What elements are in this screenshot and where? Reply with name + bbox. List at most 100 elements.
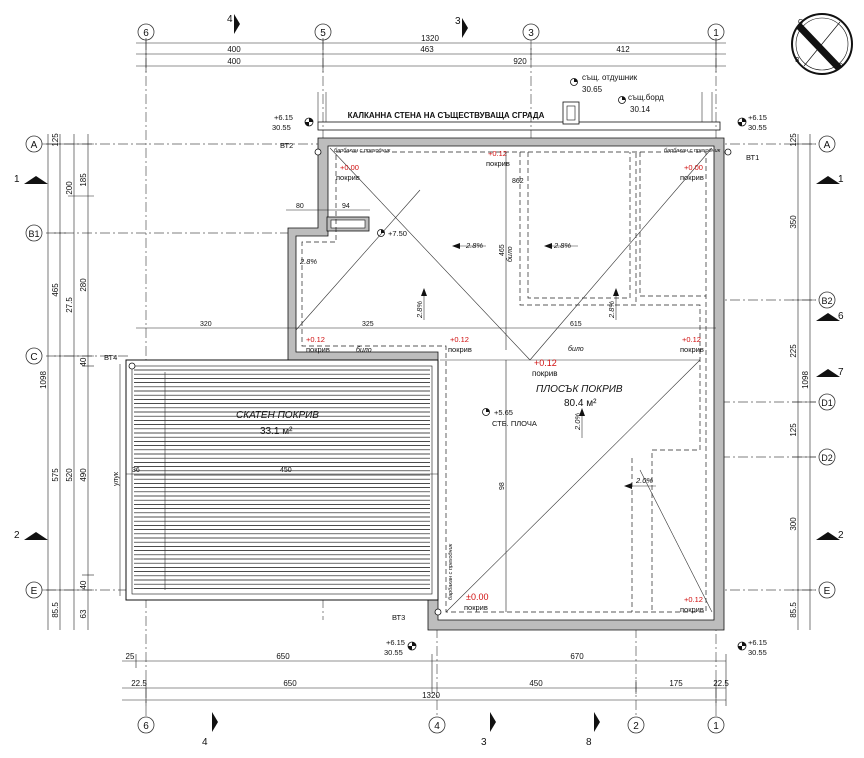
section-3-top: 3 xyxy=(455,16,461,27)
dim-bottom-450: 450 xyxy=(529,679,543,688)
roof-mark-7-value: +0.12 xyxy=(682,335,701,344)
slope-7: 2.0% xyxy=(635,476,653,485)
grid-axis-bubbles: 6 5 3 1 6 4 2 1 A B1 C E A B2 D1 D2 E xyxy=(25,23,836,734)
dim-left-490: 490 xyxy=(79,468,88,482)
dim-left-40-a: 40 xyxy=(79,357,88,366)
section-2-left: 2 xyxy=(14,530,20,541)
dim-left-63: 63 xyxy=(79,609,88,618)
left-dimensions: 1098 125 465 27.5 575 85.5 200 520 185 2… xyxy=(39,133,94,630)
axis-top-3: 3 xyxy=(528,28,534,39)
dim-right-125-a: 125 xyxy=(789,133,798,147)
dim-left-85-5: 85.5 xyxy=(51,602,60,618)
axis-left-e: E xyxy=(31,586,38,597)
dim-left-185: 185 xyxy=(79,173,88,187)
dim-left-575: 575 xyxy=(51,468,60,482)
top-dimensions: 1320 400 463 412 400 920 xyxy=(136,34,726,72)
bord-label: същ.борд xyxy=(628,93,664,102)
dim-right-225: 225 xyxy=(789,344,798,358)
north-label-z: З xyxy=(795,57,799,64)
dim-inner-615: 615 xyxy=(570,321,582,328)
level-se-bottom: 30.55 xyxy=(748,648,767,657)
slope-1: 2.8% xyxy=(299,257,317,266)
axis-top-1: 1 xyxy=(713,28,719,39)
north-label-s: С xyxy=(798,19,803,26)
axis-left-a: A xyxy=(31,140,38,151)
section-4-bottom: 4 xyxy=(202,737,208,748)
level-sw-top: +6.15 xyxy=(386,638,405,647)
level-nw-top: +6.15 xyxy=(274,113,293,122)
dim-left-465: 465 xyxy=(51,283,60,297)
flat-roof-area: 80.4 м² xyxy=(564,398,597,409)
axis-left-c: C xyxy=(30,352,37,363)
roof-mark-3-label: покрив xyxy=(680,173,704,182)
slope-2: 2.8% xyxy=(465,241,483,250)
section-6-right: 6 xyxy=(838,311,844,322)
dim-inner-320: 320 xyxy=(200,321,212,328)
section-1-left: 1 xyxy=(14,174,20,185)
dim-inner-94: 94 xyxy=(342,203,350,210)
axis-right-b2: B2 xyxy=(821,296,832,306)
dim-left-27-5: 27.5 xyxy=(65,297,74,313)
level-sw-bottom: 30.55 xyxy=(384,648,403,657)
axis-right-d1: D1 xyxy=(821,398,833,408)
dim-inner-862: 862 xyxy=(512,178,524,185)
dim-right-85-5: 85.5 xyxy=(789,602,798,618)
flat-roof-name: ПЛОСЪК ПОКРИВ xyxy=(536,384,623,395)
gutter-sw: барбакан с преходник xyxy=(448,543,454,600)
dim-top-400-b: 400 xyxy=(227,57,241,66)
dim-top-463: 463 xyxy=(420,45,434,54)
downpipe-vt3: ВТ3 xyxy=(392,613,405,622)
axis-right-a: A xyxy=(824,140,831,151)
roof-mark-5-label: покрив xyxy=(448,345,472,354)
section-7-right: 7 xyxy=(838,367,844,378)
level-markers xyxy=(128,78,747,651)
dim-right-300: 300 xyxy=(789,517,798,531)
axis-bottom-2: 2 xyxy=(633,721,639,732)
section-3-bottom: 3 xyxy=(481,737,487,748)
dim-top-920: 920 xyxy=(513,57,527,66)
bord-value: 30.14 xyxy=(630,105,651,114)
dim-inner-98: 98 xyxy=(499,482,506,490)
axis-top-6: 6 xyxy=(143,28,149,39)
shaft-level: +7.50 xyxy=(388,229,407,238)
roof-mark-8-label: покрив xyxy=(464,603,488,612)
downpipe-vt1: ВТ1 xyxy=(746,153,759,162)
axis-bottom-4: 4 xyxy=(434,721,440,732)
pitched-roof-name: СКАТЕН ПОКРИВ xyxy=(236,410,319,421)
section-2-right: 2 xyxy=(838,530,844,541)
level-ne-top: +6.15 xyxy=(748,113,767,122)
dim-left-40-b: 40 xyxy=(79,580,88,589)
roof-mark-1-value: +0.00 xyxy=(340,163,359,172)
roof-mark-1-label: покрив xyxy=(336,173,360,182)
slab-label: СТБ. ПЛОЧА xyxy=(492,419,537,428)
vent-label: същ. отдушник xyxy=(582,73,638,82)
axis-top-5: 5 xyxy=(320,28,326,39)
bilo-1: било xyxy=(506,246,514,262)
slope-4: 2.8% xyxy=(415,301,424,319)
bilo-2: било xyxy=(356,346,372,354)
roof-mark-6-label: покрив xyxy=(532,369,557,378)
roof-mark-5-value: +0.12 xyxy=(450,335,469,344)
downpipe-vt4: ВТ4 xyxy=(104,353,117,362)
gutter-nw: барбакан с преходник xyxy=(334,148,391,154)
bilo-3: било xyxy=(568,345,584,353)
axis-right-d2: D2 xyxy=(821,453,833,463)
axis-left-b1: B1 xyxy=(28,229,39,239)
dim-right-1098: 1098 xyxy=(801,371,810,389)
roof-mark-3-value: +0.00 xyxy=(684,163,703,172)
north-arrow: С Ю З xyxy=(791,13,853,75)
axis-bottom-1: 1 xyxy=(713,721,719,732)
pitched-roof-area: 33.1 м² xyxy=(260,426,293,437)
slope-5: 2.8% xyxy=(607,301,616,319)
pitched-roof-area: улук xyxy=(113,359,439,601)
dim-bottom-25: 25 xyxy=(126,652,135,661)
dim-inner-465: 465 xyxy=(499,244,506,256)
gutter-ne: барбакан с преходник xyxy=(664,148,721,154)
dim-bottom-670: 670 xyxy=(570,652,584,661)
slope-arrows xyxy=(421,243,656,489)
roof-mark-4-label: покрив xyxy=(306,345,330,354)
annotations: КАЛКАННА СТЕНА НА СЪЩЕСТВУВАЩА СГРАДА съ… xyxy=(104,73,767,657)
section-8-bottom: 8 xyxy=(586,737,592,748)
dim-left-125: 125 xyxy=(51,133,60,147)
